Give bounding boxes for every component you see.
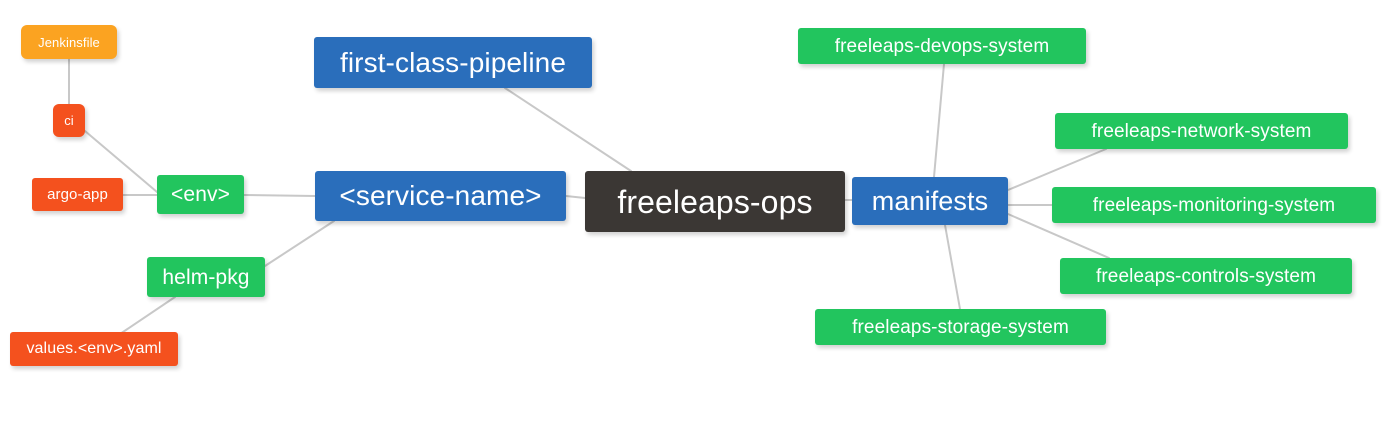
edge-manifests-to-freeleaps-storage-system bbox=[944, 224, 961, 310]
node-helm-pkg[interactable]: helm-pkg bbox=[147, 257, 265, 297]
node-values-env-yaml[interactable]: values.<env>.yaml bbox=[10, 332, 178, 366]
edge-helm-pkg-to-values-env-yaml bbox=[119, 296, 176, 335]
node-ci[interactable]: ci bbox=[53, 104, 85, 137]
edge-service-name-to-freeleaps-ops bbox=[565, 195, 586, 199]
node-freeleaps-ops[interactable]: freeleaps-ops bbox=[585, 171, 845, 232]
edge-env-to-service-name bbox=[243, 194, 316, 197]
node-freeleaps-monitoring-system[interactable]: freeleaps-monitoring-system bbox=[1052, 187, 1376, 223]
node-manifests[interactable]: manifests bbox=[852, 177, 1008, 225]
edge-manifests-to-freeleaps-controls-system bbox=[1007, 213, 1110, 259]
node-service-name[interactable]: <service-name> bbox=[315, 171, 566, 221]
node-freeleaps-storage-system[interactable]: freeleaps-storage-system bbox=[815, 309, 1106, 345]
edge-manifests-to-freeleaps-devops-system bbox=[933, 63, 945, 178]
node-freeleaps-controls-system[interactable]: freeleaps-controls-system bbox=[1060, 258, 1352, 294]
node-argo-app[interactable]: argo-app bbox=[32, 178, 123, 211]
node-jenkinsfile[interactable]: Jenkinsfile bbox=[21, 25, 117, 59]
node-freeleaps-devops-system[interactable]: freeleaps-devops-system bbox=[798, 28, 1086, 64]
edge-manifests-to-freeleaps-network-system bbox=[1007, 148, 1107, 191]
edge-first-class-pipeline-to-freeleaps-ops bbox=[504, 87, 632, 172]
node-freeleaps-network-system[interactable]: freeleaps-network-system bbox=[1055, 113, 1348, 149]
node-first-class-pipeline[interactable]: first-class-pipeline bbox=[314, 37, 592, 88]
edge-service-name-to-helm-pkg bbox=[264, 220, 335, 267]
node-env[interactable]: <env> bbox=[157, 175, 244, 214]
edge-ci-to-env bbox=[84, 130, 158, 193]
